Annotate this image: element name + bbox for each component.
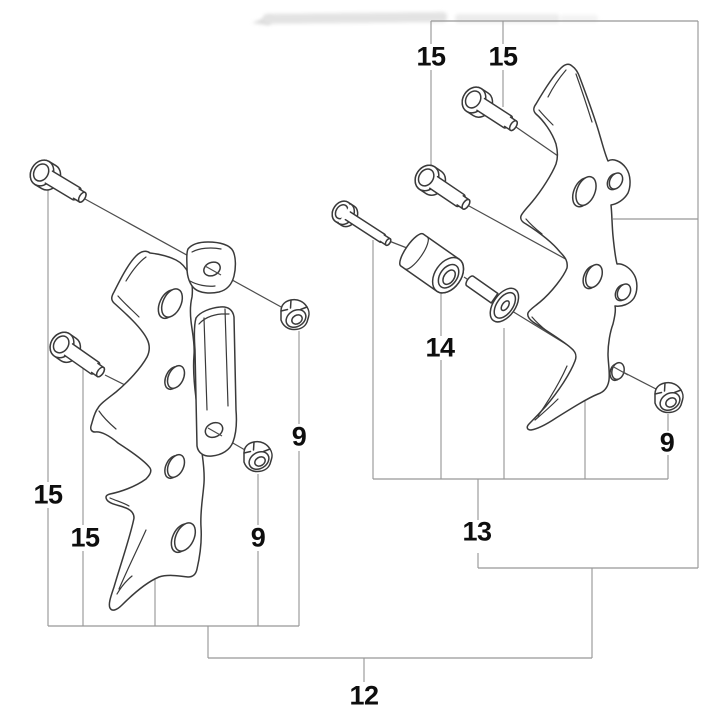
screw-15-right-top — [456, 81, 524, 140]
part-label-14: 14 — [425, 332, 455, 363]
leader-lines — [84, 126, 657, 451]
flange-bolt-15 — [327, 196, 397, 254]
part-label-9-left-b: 9 — [250, 522, 266, 553]
part-label-9-right: 9 — [659, 427, 675, 458]
lock-nut-9-right — [654, 381, 684, 415]
leader-through-holes — [204, 265, 629, 437]
part-label-13: 13 — [462, 516, 492, 547]
scan-artifact-smudges — [252, 12, 598, 25]
screw-15-left-bottom — [44, 326, 112, 386]
lock-nut-9-left-a — [280, 298, 310, 332]
part-label-15-left-a: 15 — [33, 479, 63, 510]
screw-15-left-top — [24, 155, 93, 211]
felling-dog-plate-right — [520, 63, 638, 431]
part-label-12: 12 — [349, 680, 379, 711]
spacer-bushing-14 — [399, 232, 465, 294]
parts — [24, 63, 684, 611]
part-label-15-right-a: 15 — [416, 41, 446, 72]
part-label-15-left-b: 15 — [70, 522, 100, 553]
left-plate-top-bracket — [186, 241, 237, 294]
screw-15-right-bottom — [409, 159, 477, 218]
part-label-15-right-b: 15 — [488, 41, 518, 72]
part-label-9-left-a: 9 — [291, 421, 307, 452]
washer-head-screw — [465, 275, 520, 323]
callout-lines — [47, 20, 699, 682]
left-plate-channel-bracket — [193, 306, 238, 457]
lock-nut-9-left-b — [243, 440, 273, 474]
felling-dog-plate-left — [90, 241, 238, 611]
